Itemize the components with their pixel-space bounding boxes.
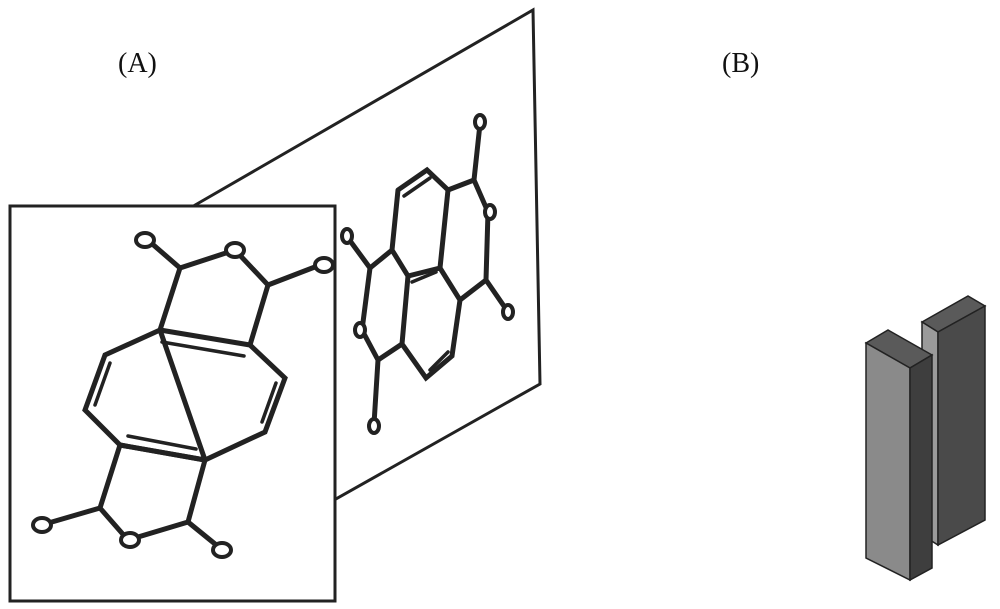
oxygen-atom <box>31 516 53 534</box>
oxygen-atom <box>119 531 141 549</box>
oxygen-atom <box>367 417 381 435</box>
oxygen-atom <box>313 256 335 274</box>
oxygen-atom <box>134 231 156 249</box>
front-block-side <box>909 353 933 582</box>
oxygen-atom <box>483 203 497 221</box>
oxygen-atom <box>211 541 233 559</box>
stacked-blocks <box>864 295 987 582</box>
panel-label-b: (B) <box>722 48 760 79</box>
back-block-side <box>937 304 986 547</box>
front-block-front <box>865 341 911 582</box>
oxygen-atom <box>353 321 367 339</box>
panel-label-a: (A) <box>118 48 157 79</box>
oxygen-atom <box>340 227 354 245</box>
oxygen-atom <box>501 303 515 321</box>
molecule-tilted <box>340 113 515 435</box>
molecule-front <box>31 231 335 559</box>
oxygen-atom <box>473 113 487 131</box>
front-frame <box>8 204 337 603</box>
oxygen-atom <box>224 241 246 259</box>
